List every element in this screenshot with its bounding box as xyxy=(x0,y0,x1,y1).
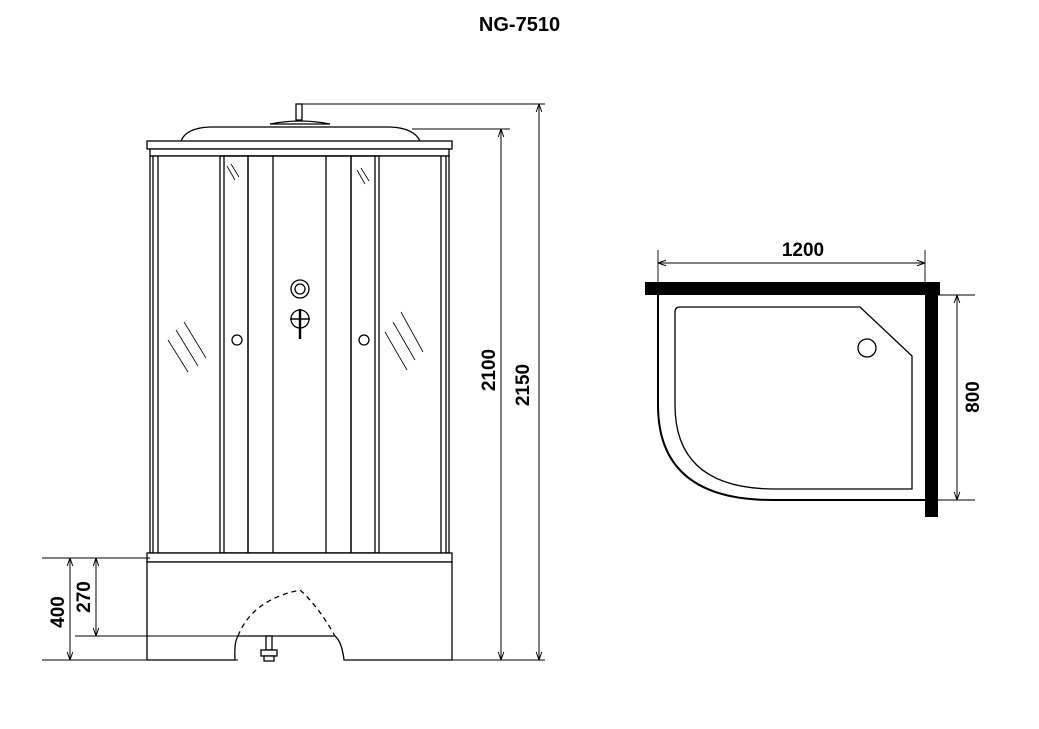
shower-tray xyxy=(146,561,453,662)
tray-basin xyxy=(674,306,913,490)
wall-back xyxy=(645,282,940,295)
wall-side xyxy=(925,282,938,517)
top-view xyxy=(645,250,975,517)
dim-800-label: 800 xyxy=(963,381,984,413)
dim-400-label: 400 xyxy=(48,596,69,628)
dim-2150-label: 2150 xyxy=(513,364,534,406)
glass-reflections xyxy=(167,163,424,373)
tray-rail xyxy=(146,552,453,563)
cabin-frame xyxy=(149,155,450,554)
door-panels xyxy=(219,155,380,554)
dimension-lines xyxy=(70,104,539,660)
door-handles xyxy=(231,334,370,346)
drain-icon xyxy=(857,338,877,358)
dim-270-label: 270 xyxy=(74,581,95,613)
front-view xyxy=(146,103,453,662)
page-title: NG-7510 xyxy=(478,14,561,36)
mixer-controls xyxy=(290,279,310,339)
dim-2100-label: 2100 xyxy=(479,349,500,391)
cabin-roof xyxy=(146,103,453,157)
tray-outline xyxy=(657,295,925,501)
dim-1200-label: 1200 xyxy=(782,240,824,261)
